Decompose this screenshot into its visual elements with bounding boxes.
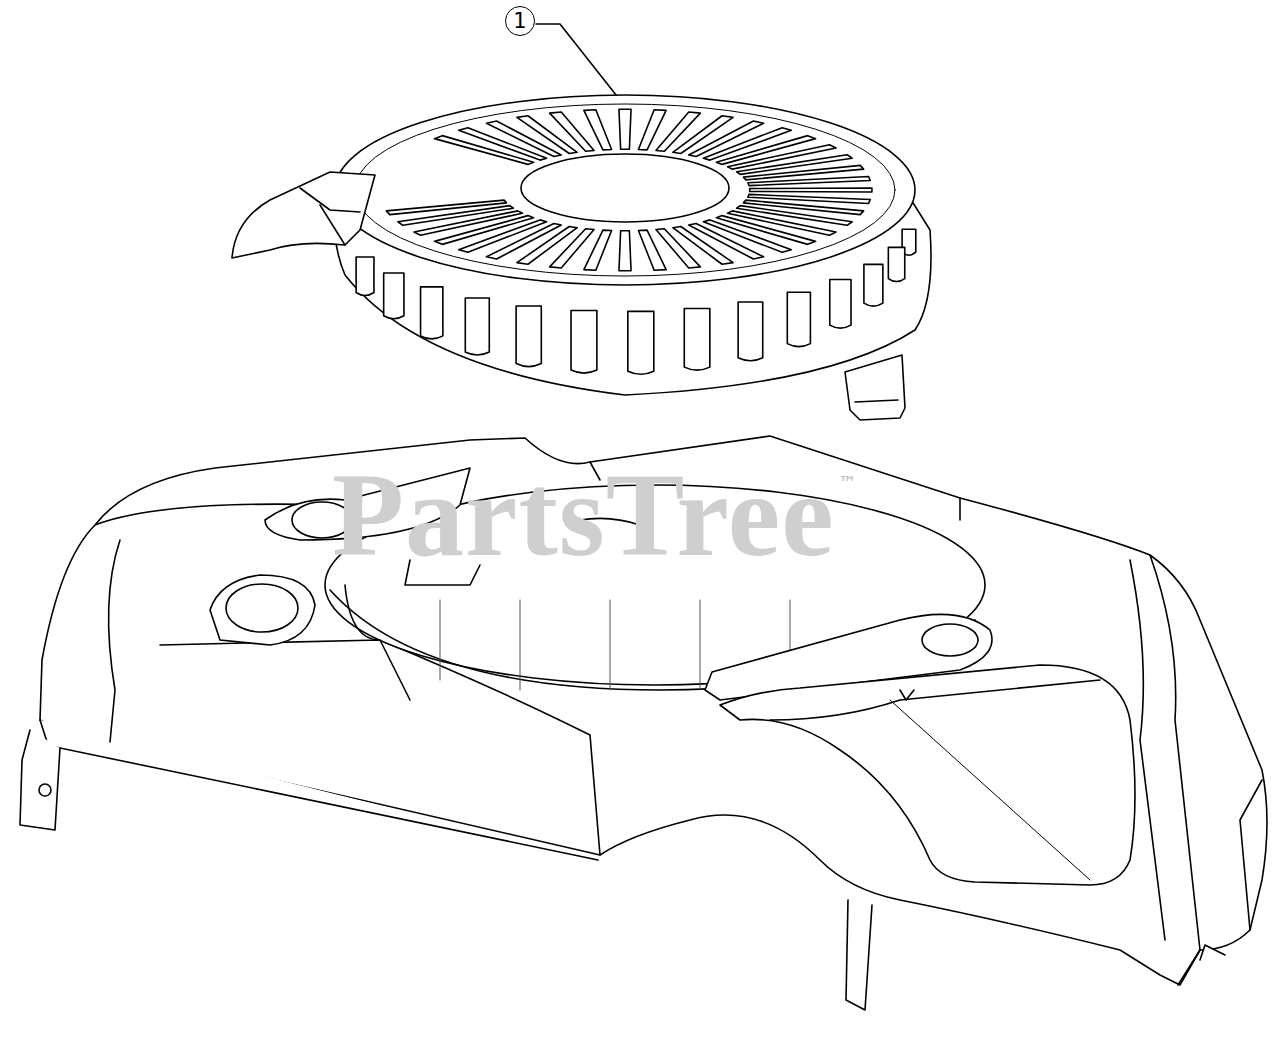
vent-slot	[619, 109, 631, 149]
starter-cover	[232, 95, 931, 420]
vent-slot	[386, 200, 506, 215]
vent-slot	[619, 231, 631, 271]
vent-slot	[571, 311, 597, 374]
vent-slot	[465, 298, 489, 355]
vent-slot	[584, 110, 612, 150]
watermark: PartsTree	[332, 448, 835, 584]
leader-line	[536, 24, 620, 100]
trademark-symbol: ™	[839, 472, 857, 493]
vent-slot	[738, 302, 763, 361]
vent-slot	[830, 280, 851, 329]
vent-slot	[888, 247, 904, 281]
vent-slot	[750, 188, 872, 192]
vent-slot	[787, 292, 810, 346]
vent-slot	[384, 273, 404, 319]
vent-slot	[684, 308, 710, 370]
vent-slot	[638, 230, 666, 270]
vent-slot	[748, 177, 870, 186]
vent-slot	[516, 306, 541, 367]
vent-slot	[628, 311, 654, 374]
callout-number: 1	[505, 6, 535, 36]
vent-slots	[356, 109, 916, 374]
vent-slot	[421, 287, 443, 339]
vent-slot	[356, 257, 374, 296]
vent-slot	[864, 264, 883, 306]
blower-housing	[20, 436, 1267, 1010]
